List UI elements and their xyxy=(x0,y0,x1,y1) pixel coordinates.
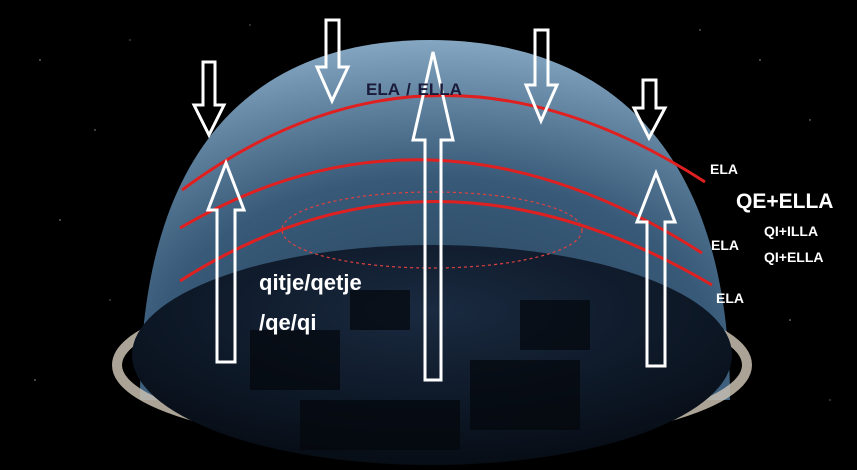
label-ela-ella-top: ELA / ELLA xyxy=(366,80,462,99)
inner-dashed-ellipse xyxy=(281,191,583,269)
ela-curve-top xyxy=(181,93,706,192)
label-ela-1: ELA xyxy=(710,161,738,177)
ela-curves xyxy=(179,93,713,287)
ela-curve-bottom xyxy=(179,200,713,287)
up-arrow-left xyxy=(205,158,247,364)
label-qe-qi: /qe/qi xyxy=(259,310,317,335)
label-ela-3: ELA xyxy=(716,290,744,306)
arrows xyxy=(191,18,678,382)
down-arrow-2 xyxy=(314,18,351,105)
label-qi-ella: QI+ELLA xyxy=(764,249,824,265)
ela-curve-middle xyxy=(179,158,703,255)
up-arrow-center xyxy=(411,51,455,382)
label-qitje-qetje: qitje/qetje xyxy=(259,270,362,295)
label-qi-illa: QI+ILLA xyxy=(764,223,819,239)
down-arrow-3 xyxy=(523,28,560,125)
surface-texture xyxy=(250,290,590,450)
star-field xyxy=(34,24,831,401)
label-qe-ella: QE+ELLA xyxy=(736,190,834,213)
up-arrow-right xyxy=(634,168,678,368)
down-arrow-4 xyxy=(631,78,668,142)
down-arrow-1 xyxy=(191,60,227,139)
label-ela-2: ELA xyxy=(711,237,739,253)
